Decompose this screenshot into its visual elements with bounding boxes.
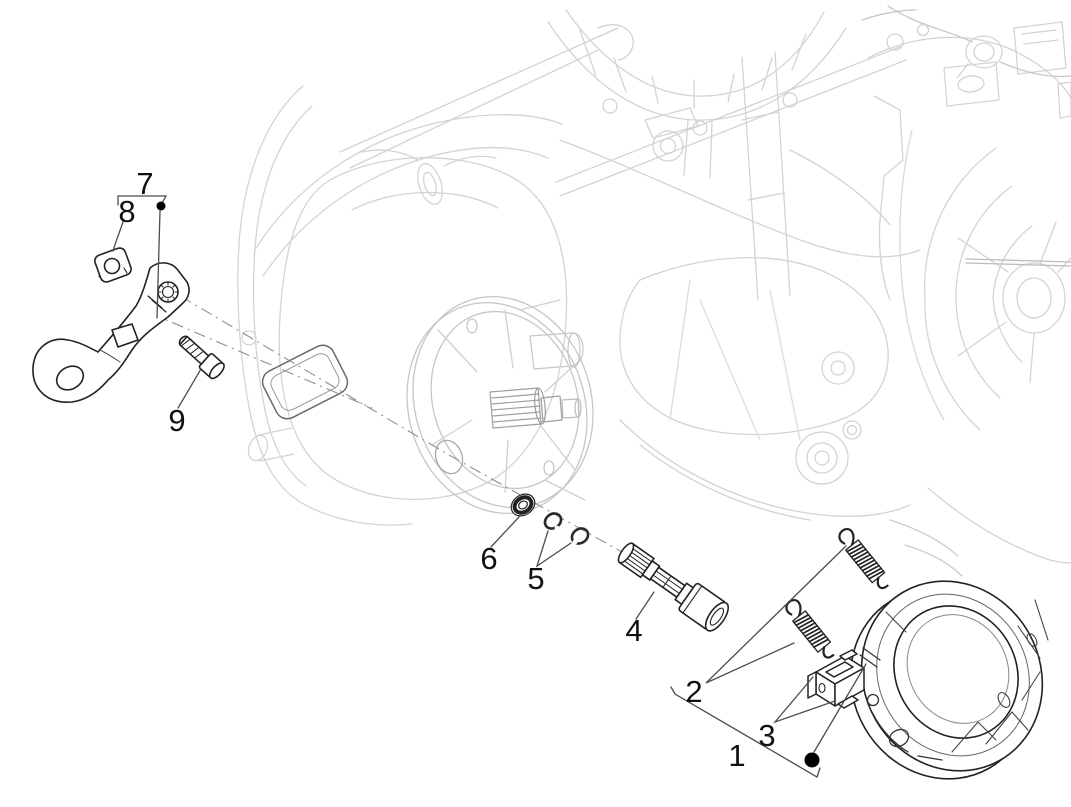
leader-line-7-dot [156, 210, 161, 319]
seal-ring [510, 493, 536, 517]
lever-screw [178, 335, 225, 380]
callout-label-3: 3 [758, 718, 775, 753]
marker-dot-1 [804, 752, 820, 768]
callout-label-2: 2 [685, 674, 702, 709]
hub-plate [406, 296, 594, 514]
callout-label-1: 1 [728, 738, 745, 773]
leader-line-2 [705, 545, 847, 684]
leader-line-6 [490, 516, 520, 548]
crankcase-center [555, 45, 921, 521]
shoe-pivot-details [859, 647, 943, 761]
leader-line-8 [112, 218, 125, 252]
brake-shoe-assembly [849, 580, 1049, 780]
callout-label-9: 9 [168, 403, 185, 438]
leader-line-3 [772, 676, 836, 724]
axis-centerlines [149, 283, 639, 562]
callouts: 1 2 3 4 5 6 7 8 9 [112, 166, 867, 778]
marker-dot-7 [156, 201, 166, 211]
lever-cable-tab [111, 323, 139, 348]
axis-line-lever-lower [149, 312, 373, 409]
axis-line-lever-to-hub [159, 283, 450, 456]
flywheel-cover [867, 36, 1071, 577]
callout-label-5: 5 [527, 561, 544, 596]
lever-spline-teeth [157, 281, 179, 303]
brake-shoe-spring-upper [838, 528, 889, 590]
callout-label-7: 7 [136, 166, 153, 201]
brake-camshaft [617, 542, 730, 632]
foreground-parts [32, 247, 1049, 780]
engine-background-drawing [237, 5, 1071, 577]
transmission-cover-outline [237, 24, 634, 526]
drum-web-lines [885, 599, 1049, 753]
leader-line-4 [635, 591, 655, 620]
electrical-connectors [861, 5, 1071, 119]
cover-gasket-plate [261, 344, 349, 420]
bracket-7 [117, 195, 168, 206]
brake-shoe-spring-lower [785, 599, 835, 659]
leader-line-1-dot [813, 663, 867, 753]
brake-lever [32, 262, 190, 403]
callout-label-4: 4 [625, 613, 642, 648]
bracket-1 [670, 686, 821, 778]
callout-label-8: 8 [118, 194, 135, 229]
leader-line-5 [535, 530, 572, 568]
leader-line-9 [177, 368, 202, 409]
lever-nut [94, 247, 132, 283]
retaining-rings [543, 512, 590, 545]
axle-shaft [489, 332, 584, 429]
callout-label-6: 6 [480, 541, 497, 576]
